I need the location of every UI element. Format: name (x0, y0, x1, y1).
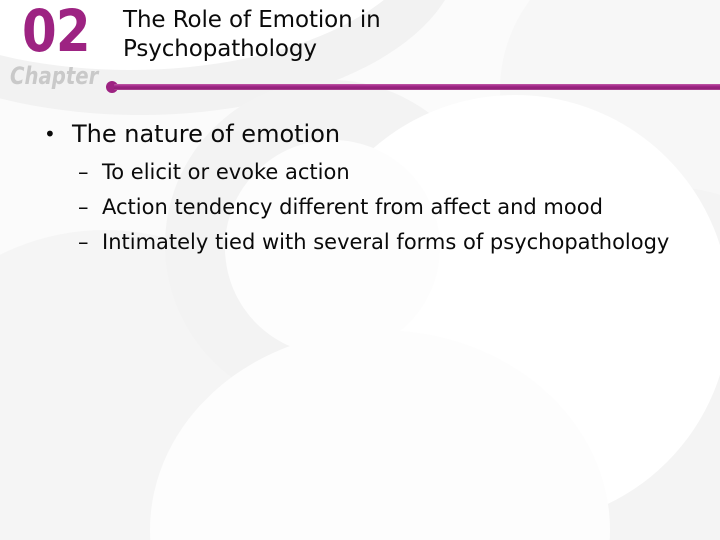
chapter-label: Chapter (10, 62, 99, 90)
list-item-label: To elicit or evoke action (102, 160, 350, 184)
background-circle-lower-left (0, 230, 340, 540)
divider-line (114, 84, 720, 90)
list-item: – Intimately tied with several forms of … (0, 228, 720, 256)
list-item-label: The nature of emotion (72, 120, 341, 148)
dash-marker-icon: – (78, 230, 89, 254)
dash-marker-icon: – (78, 160, 89, 184)
bullet-marker-icon: • (44, 122, 56, 146)
page-title-line-2: Psychopathology (123, 36, 317, 62)
chapter-badge: 02 Chapter (8, 2, 108, 88)
list-item-label: Action tendency different from affect an… (102, 195, 603, 219)
header-divider (104, 80, 720, 94)
page-title-line-1: The Role of Emotion in (123, 7, 381, 33)
slide-header: 02 Chapter The Role of Emotion in Psycho… (0, 0, 720, 100)
background-circle-bottom-center (150, 330, 610, 540)
list-item-label: Intimately tied with several forms of ps… (102, 230, 670, 254)
dash-marker-icon: – (78, 195, 89, 219)
background-circle-center-low (330, 300, 590, 540)
chapter-number: 02 (22, 0, 91, 65)
list-item: • The nature of emotion (0, 118, 720, 150)
page-title: The Role of Emotion in Psychopathology (123, 6, 683, 64)
list-item: – Action tendency different from affect … (0, 193, 720, 221)
list-item: – To elicit or evoke action (0, 158, 720, 186)
slide-body: • The nature of emotion – To elicit or e… (0, 118, 720, 263)
